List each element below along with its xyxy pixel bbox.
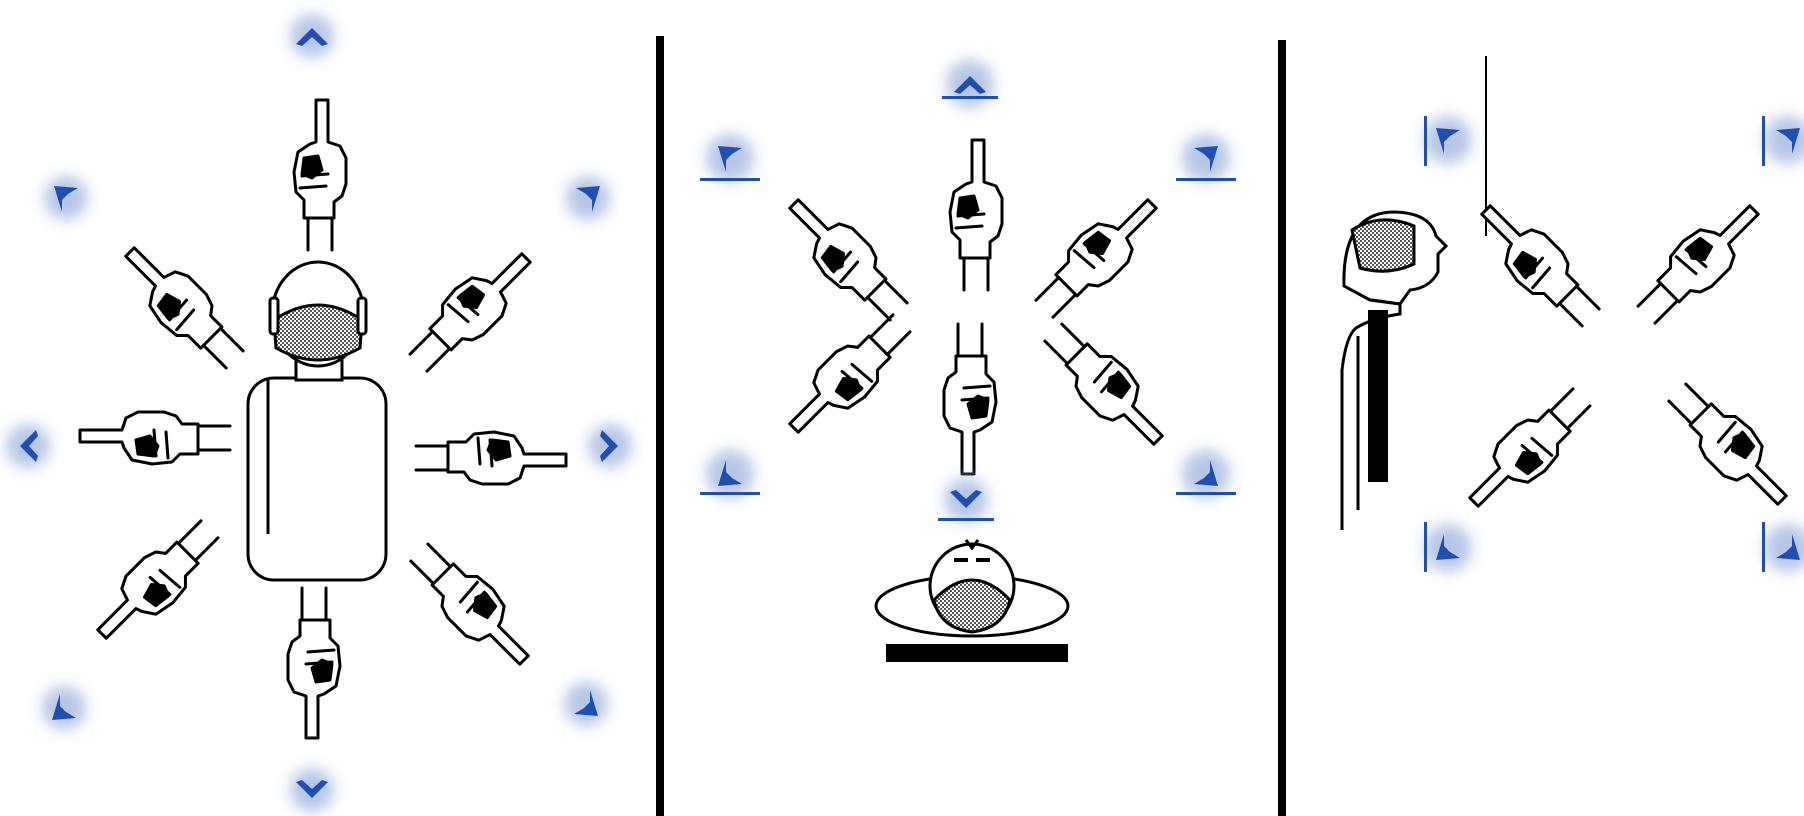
hand-pointing-down-right: [1659, 374, 1802, 517]
panel-above-person: [700, 60, 1236, 662]
left-caret-icon: [6, 424, 50, 468]
down-caret-bar-icon: [938, 478, 994, 522]
hand-pointing-up-right: [1628, 190, 1771, 333]
person-profile-figure: [1342, 212, 1446, 530]
hand-pointing-down-right: [401, 534, 544, 677]
lower-right-bar-arrow-icon: [1176, 450, 1236, 498]
hand-pointing-down-right: [1035, 314, 1178, 457]
lower-left-bracket-arrow-icon: [1424, 522, 1472, 572]
lower-left-bar-arrow-icon: [700, 450, 760, 498]
hand-pointing-down-left: [1457, 379, 1600, 522]
up-caret-icon: [290, 14, 334, 58]
hand-pointing-down-left: [85, 511, 228, 654]
hand-pointing-up-left: [1466, 193, 1609, 336]
hand-pointing-up-right: [400, 238, 543, 381]
panel-around-person: [6, 14, 632, 812]
hand-pointing-left: [80, 412, 230, 464]
hand-pointing-up-left: [774, 187, 917, 330]
lower-right-bracket-arrow-icon: [1762, 522, 1804, 572]
panel-divider-left: [656, 36, 664, 816]
hand-pointing-up: [294, 100, 346, 250]
right-caret-icon: [588, 424, 632, 468]
head-top-view-figure: [876, 540, 1068, 662]
hand-pointing-up: [950, 140, 1002, 290]
hand-pointing-down: [288, 588, 340, 738]
upper-left-corner-arrow-icon: [44, 176, 88, 220]
panel-divider-right: [1278, 40, 1286, 816]
upper-right-corner-arrow-icon: [566, 176, 610, 220]
hand-pointing-down-left: [777, 305, 920, 448]
hand-pointing-up-left: [110, 235, 253, 378]
upper-left-bracket-arrow-icon: [1424, 116, 1472, 166]
upper-right-bracket-arrow-icon: [1762, 116, 1804, 166]
lower-right-corner-arrow-icon: [564, 682, 608, 726]
person-back-figure: [248, 262, 386, 580]
hand-pointing-up-right: [1026, 184, 1169, 327]
panel-side-person: [1342, 56, 1804, 572]
upper-left-bar-arrow-icon: [700, 134, 760, 182]
lower-left-corner-arrow-icon: [42, 686, 86, 730]
hand-pointing-down: [944, 324, 996, 474]
upper-right-bar-arrow-icon: [1176, 134, 1236, 182]
down-caret-icon: [290, 768, 334, 812]
hand-pointing-right: [416, 432, 566, 484]
up-caret-bar-icon: [942, 60, 998, 108]
